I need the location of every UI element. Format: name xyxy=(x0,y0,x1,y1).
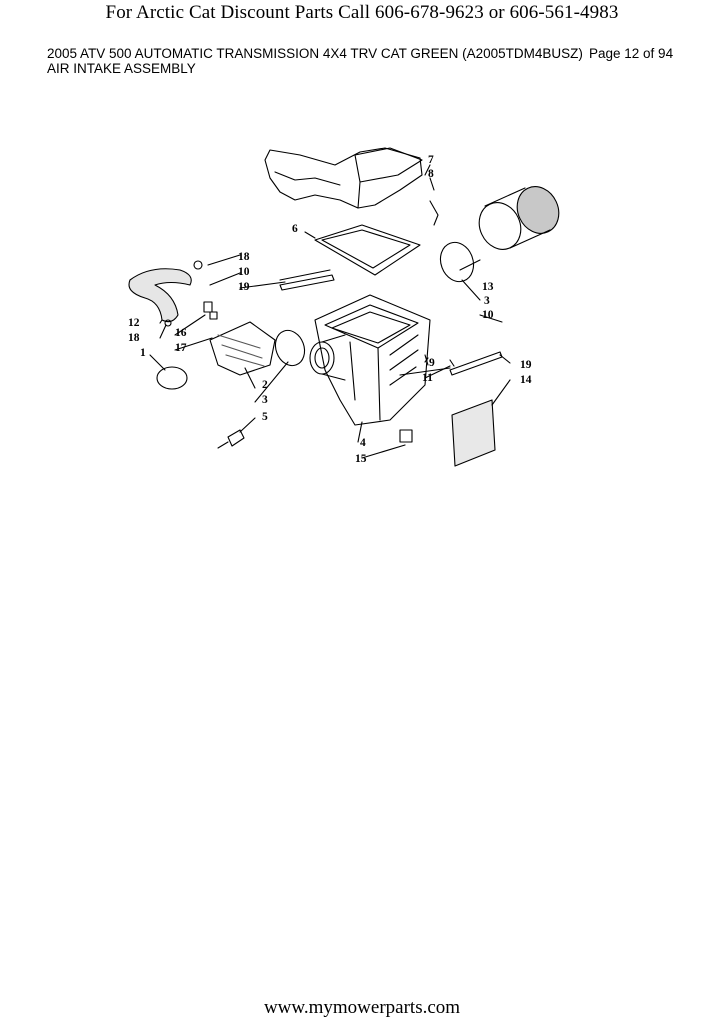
clamp-part xyxy=(274,329,306,367)
callout-label: 12 xyxy=(128,317,140,329)
callout-label: 3 xyxy=(484,295,490,307)
callout-label: 19 xyxy=(238,281,250,293)
intake-boot-part xyxy=(209,321,276,376)
page-number: Page 12 of 94 xyxy=(589,46,674,61)
callout-label: 17 xyxy=(175,342,187,354)
callout-label: 7 xyxy=(428,154,434,166)
callout-label: 14 xyxy=(520,374,532,386)
clamp-part xyxy=(439,241,475,283)
vent-hose-part xyxy=(128,268,192,323)
clamp-part xyxy=(156,366,188,390)
intake-cover-part xyxy=(264,147,423,209)
callout-label: 19 xyxy=(520,359,532,371)
airbox-housing-part xyxy=(314,294,431,426)
callout-label: 9 xyxy=(429,357,435,369)
callout-label: 2 xyxy=(262,379,268,391)
air-filter-part xyxy=(478,186,560,250)
callout-label: 10 xyxy=(482,309,494,321)
air-intake-exploded-diagram: 7 8 6 18 10 19 13 3 10 12 18 16 17 1 2 3… xyxy=(128,147,560,467)
callout-label: 8 xyxy=(428,168,434,180)
callout-label: 13 xyxy=(482,281,494,293)
footer-url: www.mymowerparts.com xyxy=(263,997,461,1018)
foam-pad-part xyxy=(451,399,496,467)
callout-label: 1 xyxy=(140,347,146,359)
section-title: AIR INTAKE ASSEMBLY xyxy=(47,61,196,76)
callout-label: 4 xyxy=(360,437,366,449)
callout-label: 10 xyxy=(238,266,250,278)
document-title: 2005 ATV 500 AUTOMATIC TRANSMISSION 4X4 … xyxy=(47,46,583,61)
callout-label: 18 xyxy=(238,251,250,263)
callout-label: 5 xyxy=(262,411,268,423)
callout-label: 3 xyxy=(262,394,268,406)
discount-parts-banner: For Arctic Cat Discount Parts Call 606-6… xyxy=(105,2,619,23)
callout-label: 11 xyxy=(422,372,433,384)
callout-label: 18 xyxy=(128,332,140,344)
callout-label: 6 xyxy=(292,223,298,235)
callout-label: 16 xyxy=(175,327,187,339)
callout-label: 15 xyxy=(355,453,367,465)
gasket-part xyxy=(314,224,421,276)
